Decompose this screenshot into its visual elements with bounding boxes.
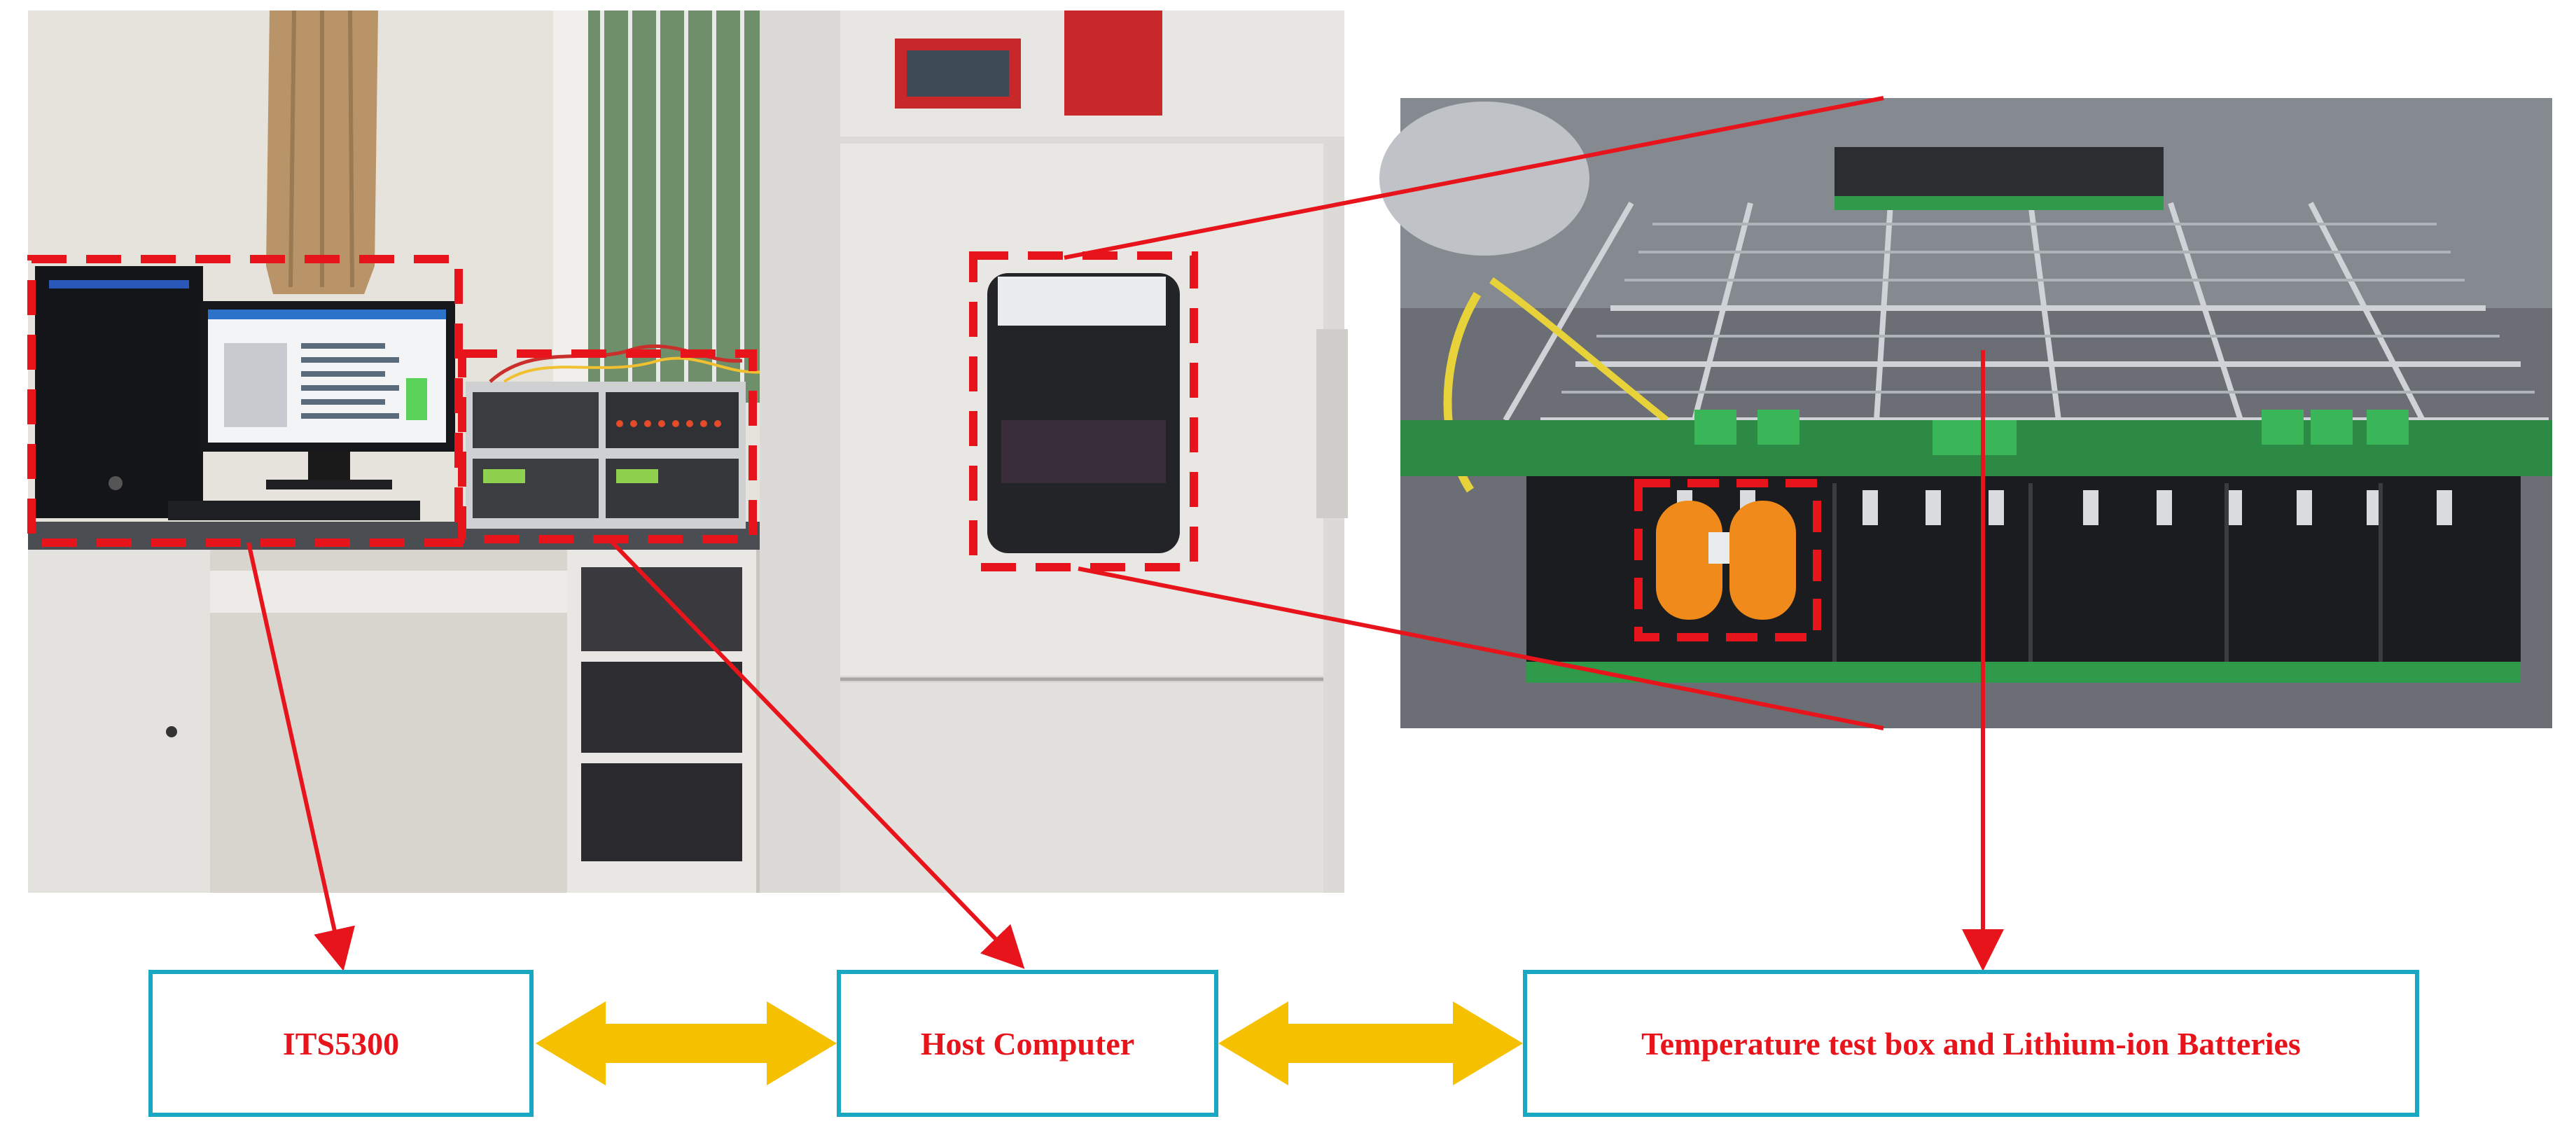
double-arrow-its-host [536, 1001, 837, 1085]
lab-photo [28, 10, 1348, 893]
zoom-line-top [1064, 96, 1884, 260]
label-its5300: ITS5300 [282, 1025, 400, 1062]
chamber-display [907, 50, 1009, 97]
arrow-to-its5300 [246, 542, 355, 971]
label-host-computer: Host Computer [920, 1025, 1135, 1062]
connector-arrows [536, 1001, 1523, 1085]
pointer-arrows [246, 350, 2004, 971]
desk-drawer-left [28, 550, 210, 893]
arrow-to-host-computer [607, 537, 1025, 969]
label-temperature-test: Temperature test box and Lithium-ion Bat… [1641, 1025, 2301, 1062]
zoom-line-bottom [1078, 566, 1884, 730]
fan-housing [1379, 102, 1589, 256]
box-host-computer: Host Computer [837, 970, 1218, 1117]
box-temperature-test: Temperature test box and Lithium-ion Bat… [1523, 970, 2419, 1117]
lithium-ion-battery-1 [1656, 501, 1722, 620]
battery-rack-photo [1379, 98, 2552, 728]
box-its5300: ITS5300 [148, 970, 534, 1117]
computer-tower [35, 266, 203, 518]
highlight-batteries [1634, 479, 1821, 641]
lithium-ion-battery-2 [1729, 501, 1796, 620]
zoom-lines [1064, 96, 1884, 730]
double-arrow-host-temp [1218, 1001, 1523, 1085]
highlight-instruments [458, 349, 757, 543]
